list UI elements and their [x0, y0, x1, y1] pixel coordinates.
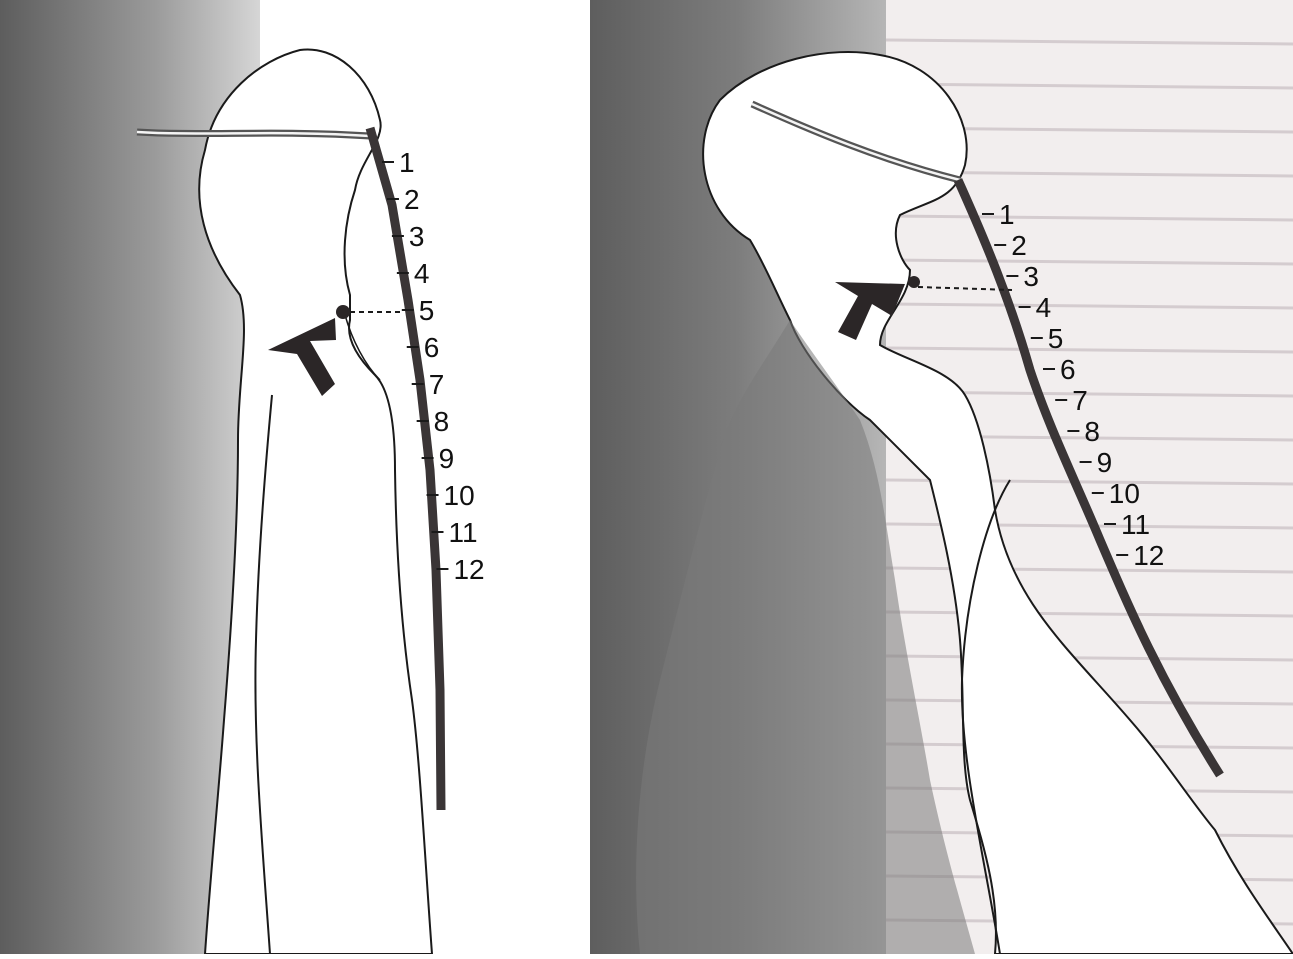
right-vertebra-label: 2: [1011, 230, 1027, 261]
left-vertebra-label: 9: [439, 443, 455, 474]
left-vertebra-label: 11: [449, 517, 478, 548]
right-vertebra-label: 1: [999, 199, 1015, 230]
left-vertebra-label: 10: [444, 480, 475, 511]
left-vertebra-label: 12: [453, 554, 484, 585]
left-vertebra-label: 5: [419, 295, 435, 326]
right-vertebra-label: 9: [1097, 447, 1113, 478]
left-vertebra-label: 3: [409, 221, 425, 252]
right-vertebra-label: 11: [1121, 509, 1150, 540]
right-vertebra-label: 6: [1060, 354, 1076, 385]
right-vertebra-label: 8: [1084, 416, 1100, 447]
left-vertebra-label: 6: [424, 332, 440, 363]
left-vertebra-label: 7: [429, 369, 445, 400]
right-vertebra-label: 5: [1048, 323, 1064, 354]
left-vertebra-label: 8: [434, 406, 450, 437]
right-vertebra-label: 3: [1023, 261, 1039, 292]
right-vertebra-label: 10: [1109, 478, 1140, 509]
right-vertebra-label: 12: [1133, 540, 1164, 571]
left-marker-dot: [336, 305, 350, 319]
right-vertebra-label: 4: [1036, 292, 1052, 323]
left-vertebra-label: 4: [414, 258, 430, 289]
left-vertebra-label: 1: [399, 147, 415, 178]
left-vertebra-label: 2: [404, 184, 420, 215]
right-vertebra-label: 7: [1072, 385, 1088, 416]
